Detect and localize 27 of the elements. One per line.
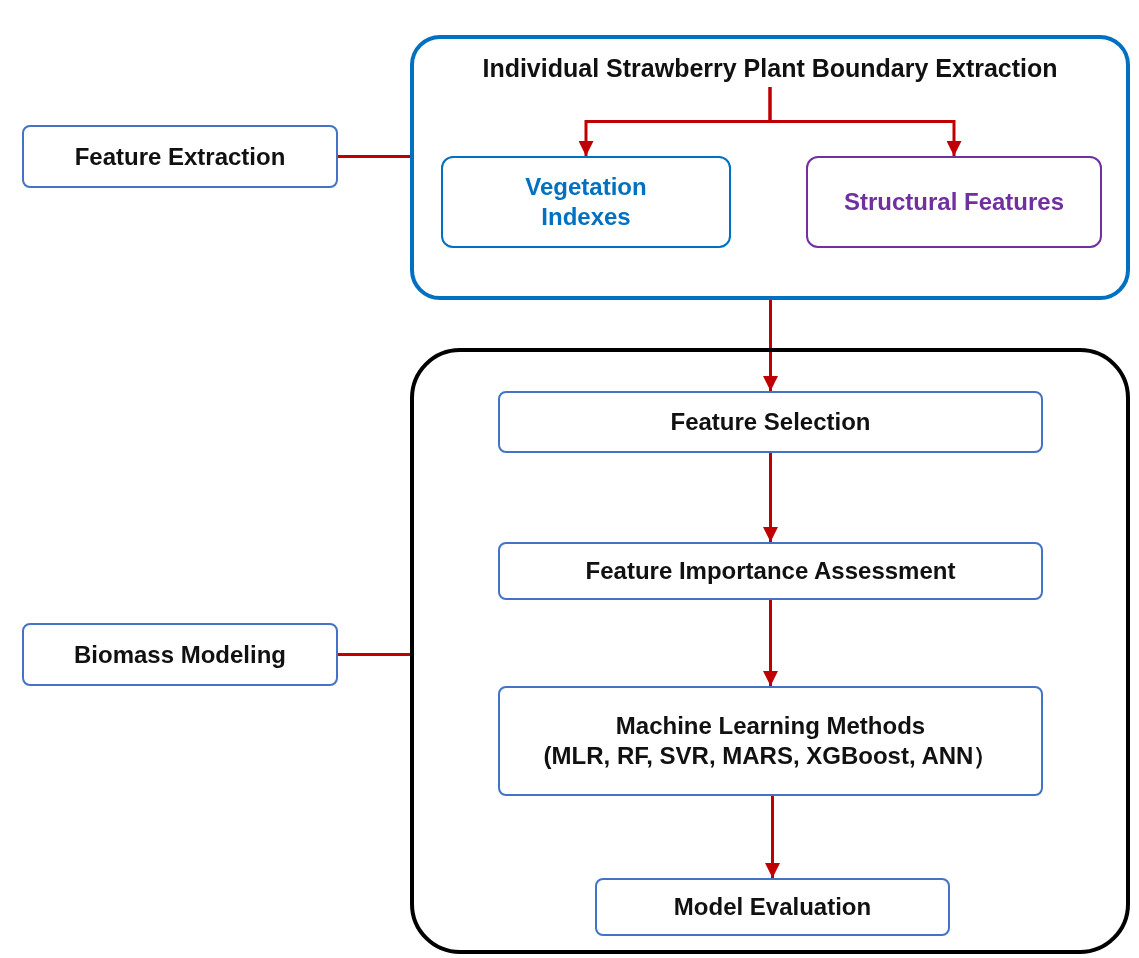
box-label: Model Evaluation — [673, 892, 872, 922]
group-frame — [410, 35, 1130, 300]
arrow — [765, 796, 780, 878]
box-label: Feature Selection — [670, 407, 871, 437]
box-sublabel: (MLR, RF, SVR, MARS, XGBoost, ANN） — [543, 741, 998, 771]
box-label: Vegetation Indexes — [524, 172, 648, 232]
arrow — [763, 300, 778, 391]
connector-line — [338, 155, 410, 158]
process-box — [22, 623, 338, 686]
box-label: Feature Extraction — [74, 141, 286, 172]
box-label: Biomass Modeling — [74, 639, 286, 670]
process-box — [498, 391, 1043, 453]
process-box — [498, 542, 1043, 600]
arrow — [763, 600, 778, 686]
connector-line — [338, 653, 410, 656]
process-box — [806, 156, 1102, 248]
process-box — [498, 686, 1043, 796]
box-label: Individual Strawberry Plant Boundary Extraction — [482, 53, 1058, 85]
process-box — [441, 156, 731, 248]
group-frame — [410, 348, 1130, 954]
box-label: Machine Learning Methods — [615, 711, 926, 741]
arrow — [768, 87, 962, 156]
box-label: Feature Importance Assessment — [585, 556, 956, 586]
process-box — [595, 878, 950, 936]
arrow — [763, 453, 778, 542]
process-box — [22, 125, 338, 188]
box-label: Structural Features — [843, 187, 1065, 217]
